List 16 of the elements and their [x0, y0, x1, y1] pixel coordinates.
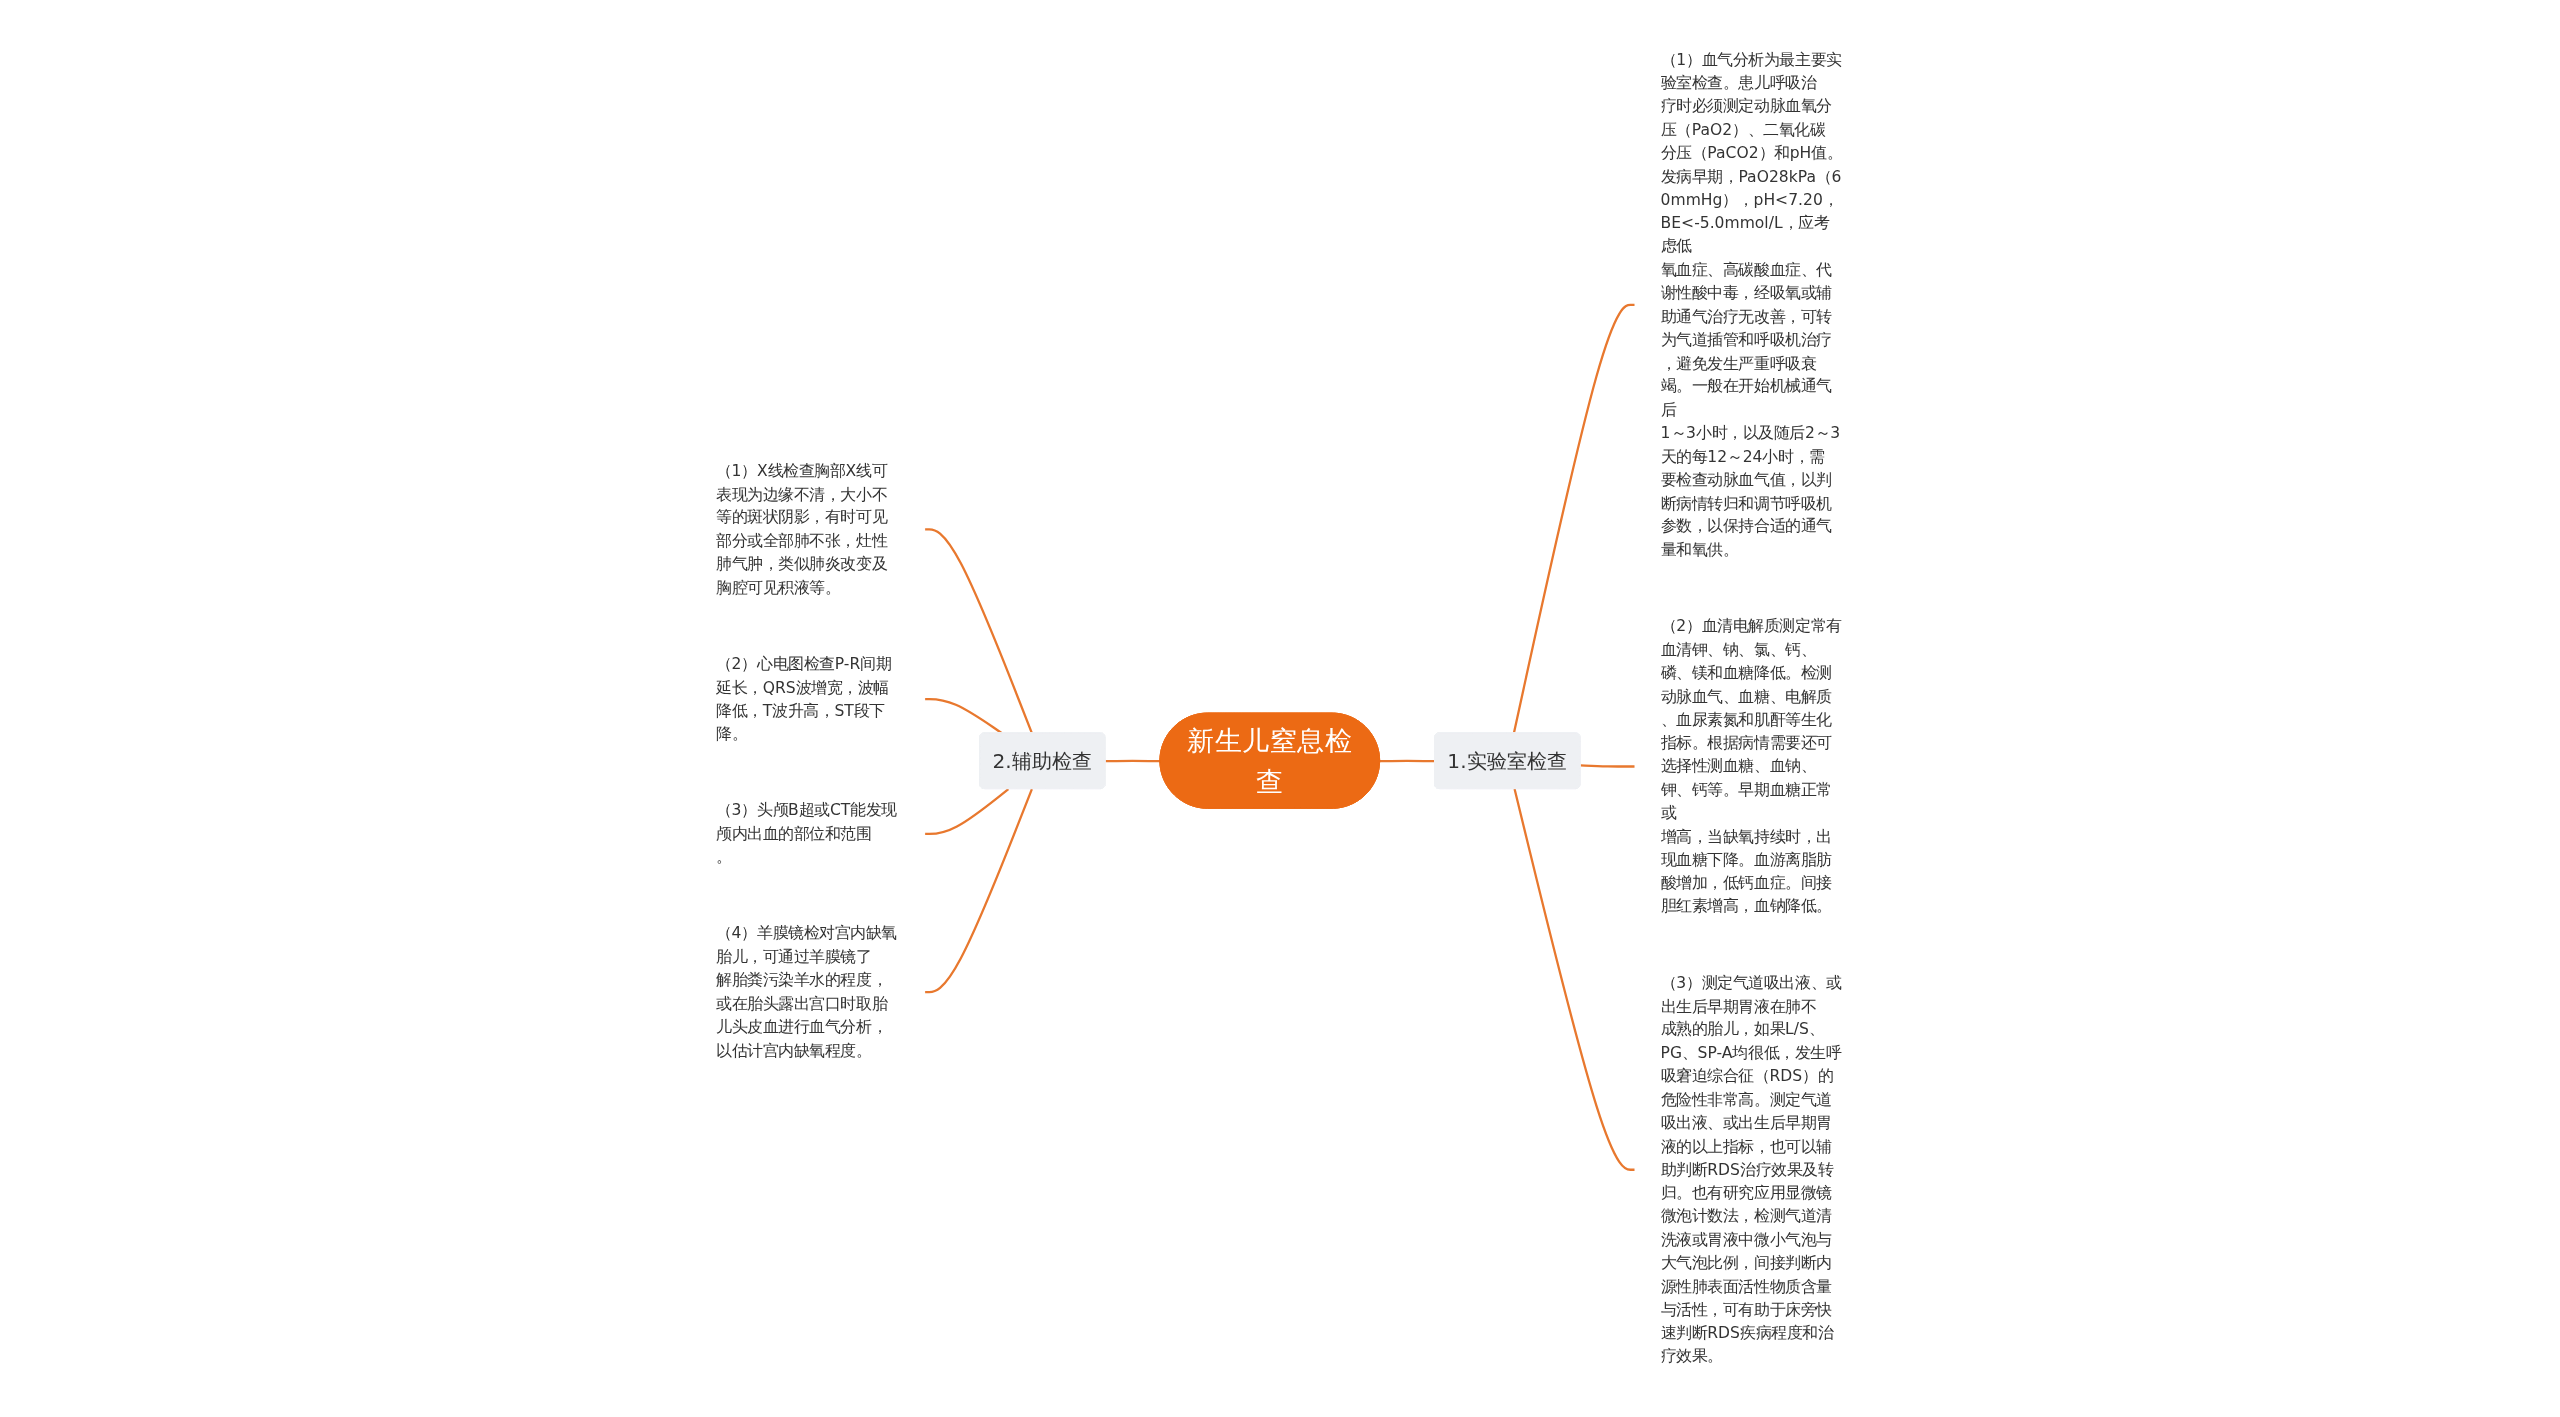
connector [924, 788, 1034, 994]
node-text: （3）头颅B超或CT能发现颅内出血的部位和范围。 [716, 801, 898, 867]
connector [924, 788, 1010, 836]
node-text: （2）血清电解质测定常有血清钾、钠、氯、钙、磷、镁和血糖降低。检测动脉血气、血糖、电解质、血尿素氮和肌酐等生化指标。根据病情需要还可选择性测血糖、血钠、钾、钙等。早期血糖正常或增高，当缺氧持续时，出现血糖下降。血游离脂肪酸增加，低钙血症。间接胆红素增高，血钠降低。 [1660, 616, 1842, 916]
node-text: （4）羊膜镜检对宫内缺氧胎儿，可通过羊膜镜了解胎粪污染羊水的程度，或在胎头露出宫口时取胎儿头皮血进行血气分析，以估计宫内缺氧程度。 [716, 924, 898, 1060]
connector [1512, 304, 1636, 734]
node-text: （3）测定气道吸出液、或出生后早期胃液在肺不成熟的胎儿，如果L/S、PG、SP-A均很低，发生呼吸窘迫综合征（RDS）的危险性非常高。测定气道吸出液、或出生后早期胃液的以上指标，也可以辅助判断RDS治疗效果及转归。也有研究应用显微镜微泡计数法，检测气道清洗液或胃液中微小气泡与大气泡比例，间接判断内源性肺表面活性物质含量与活性，可有助于床旁快速判断RDS疾病程度和治疗效果。 [1660, 973, 1842, 1366]
connector [1513, 789, 1636, 1172]
connector [924, 698, 1003, 735]
node-text: （1）血气分析为最主要实验室检查。患儿呼吸治疗时必须测定动脉血氧分压（PaO2）、二氧化碳分压（PaCO2）和pH值。发病早期，PaO28kPa（60mmHg），pH<7.20，BE<-5.0mmol/L，应考虑低氧血症、高碳酸血症、代谢性酸中毒，经吸氧或辅助通气治疗无改善，可转为气道插管和呼吸机治疗，避免发生严重呼吸衰竭。一般在开始机械通气后1～3小时，以及随后2～3天的每12～24小时，需要检查动脉血气值，以判断病情转归和调节呼吸机参数，以保持合适的通气量和氧供。 [1660, 50, 1843, 559]
node-text: （1）X线检查胸部X线可表现为边缘不清，大小不等的斑状阴影，有时可见部分或全部肺不张，灶性肺气肿，类似肺炎改变及胸腔可见积液等。 [716, 461, 888, 597]
connector [1580, 764, 1636, 768]
connector [924, 528, 1034, 734]
connector [1380, 760, 1436, 763]
connector [1105, 760, 1161, 763]
node-text: （2）心电图检查P-R间期延长，QRS波增宽，波幅降低，T波升高，ST段下降。 [716, 654, 892, 743]
